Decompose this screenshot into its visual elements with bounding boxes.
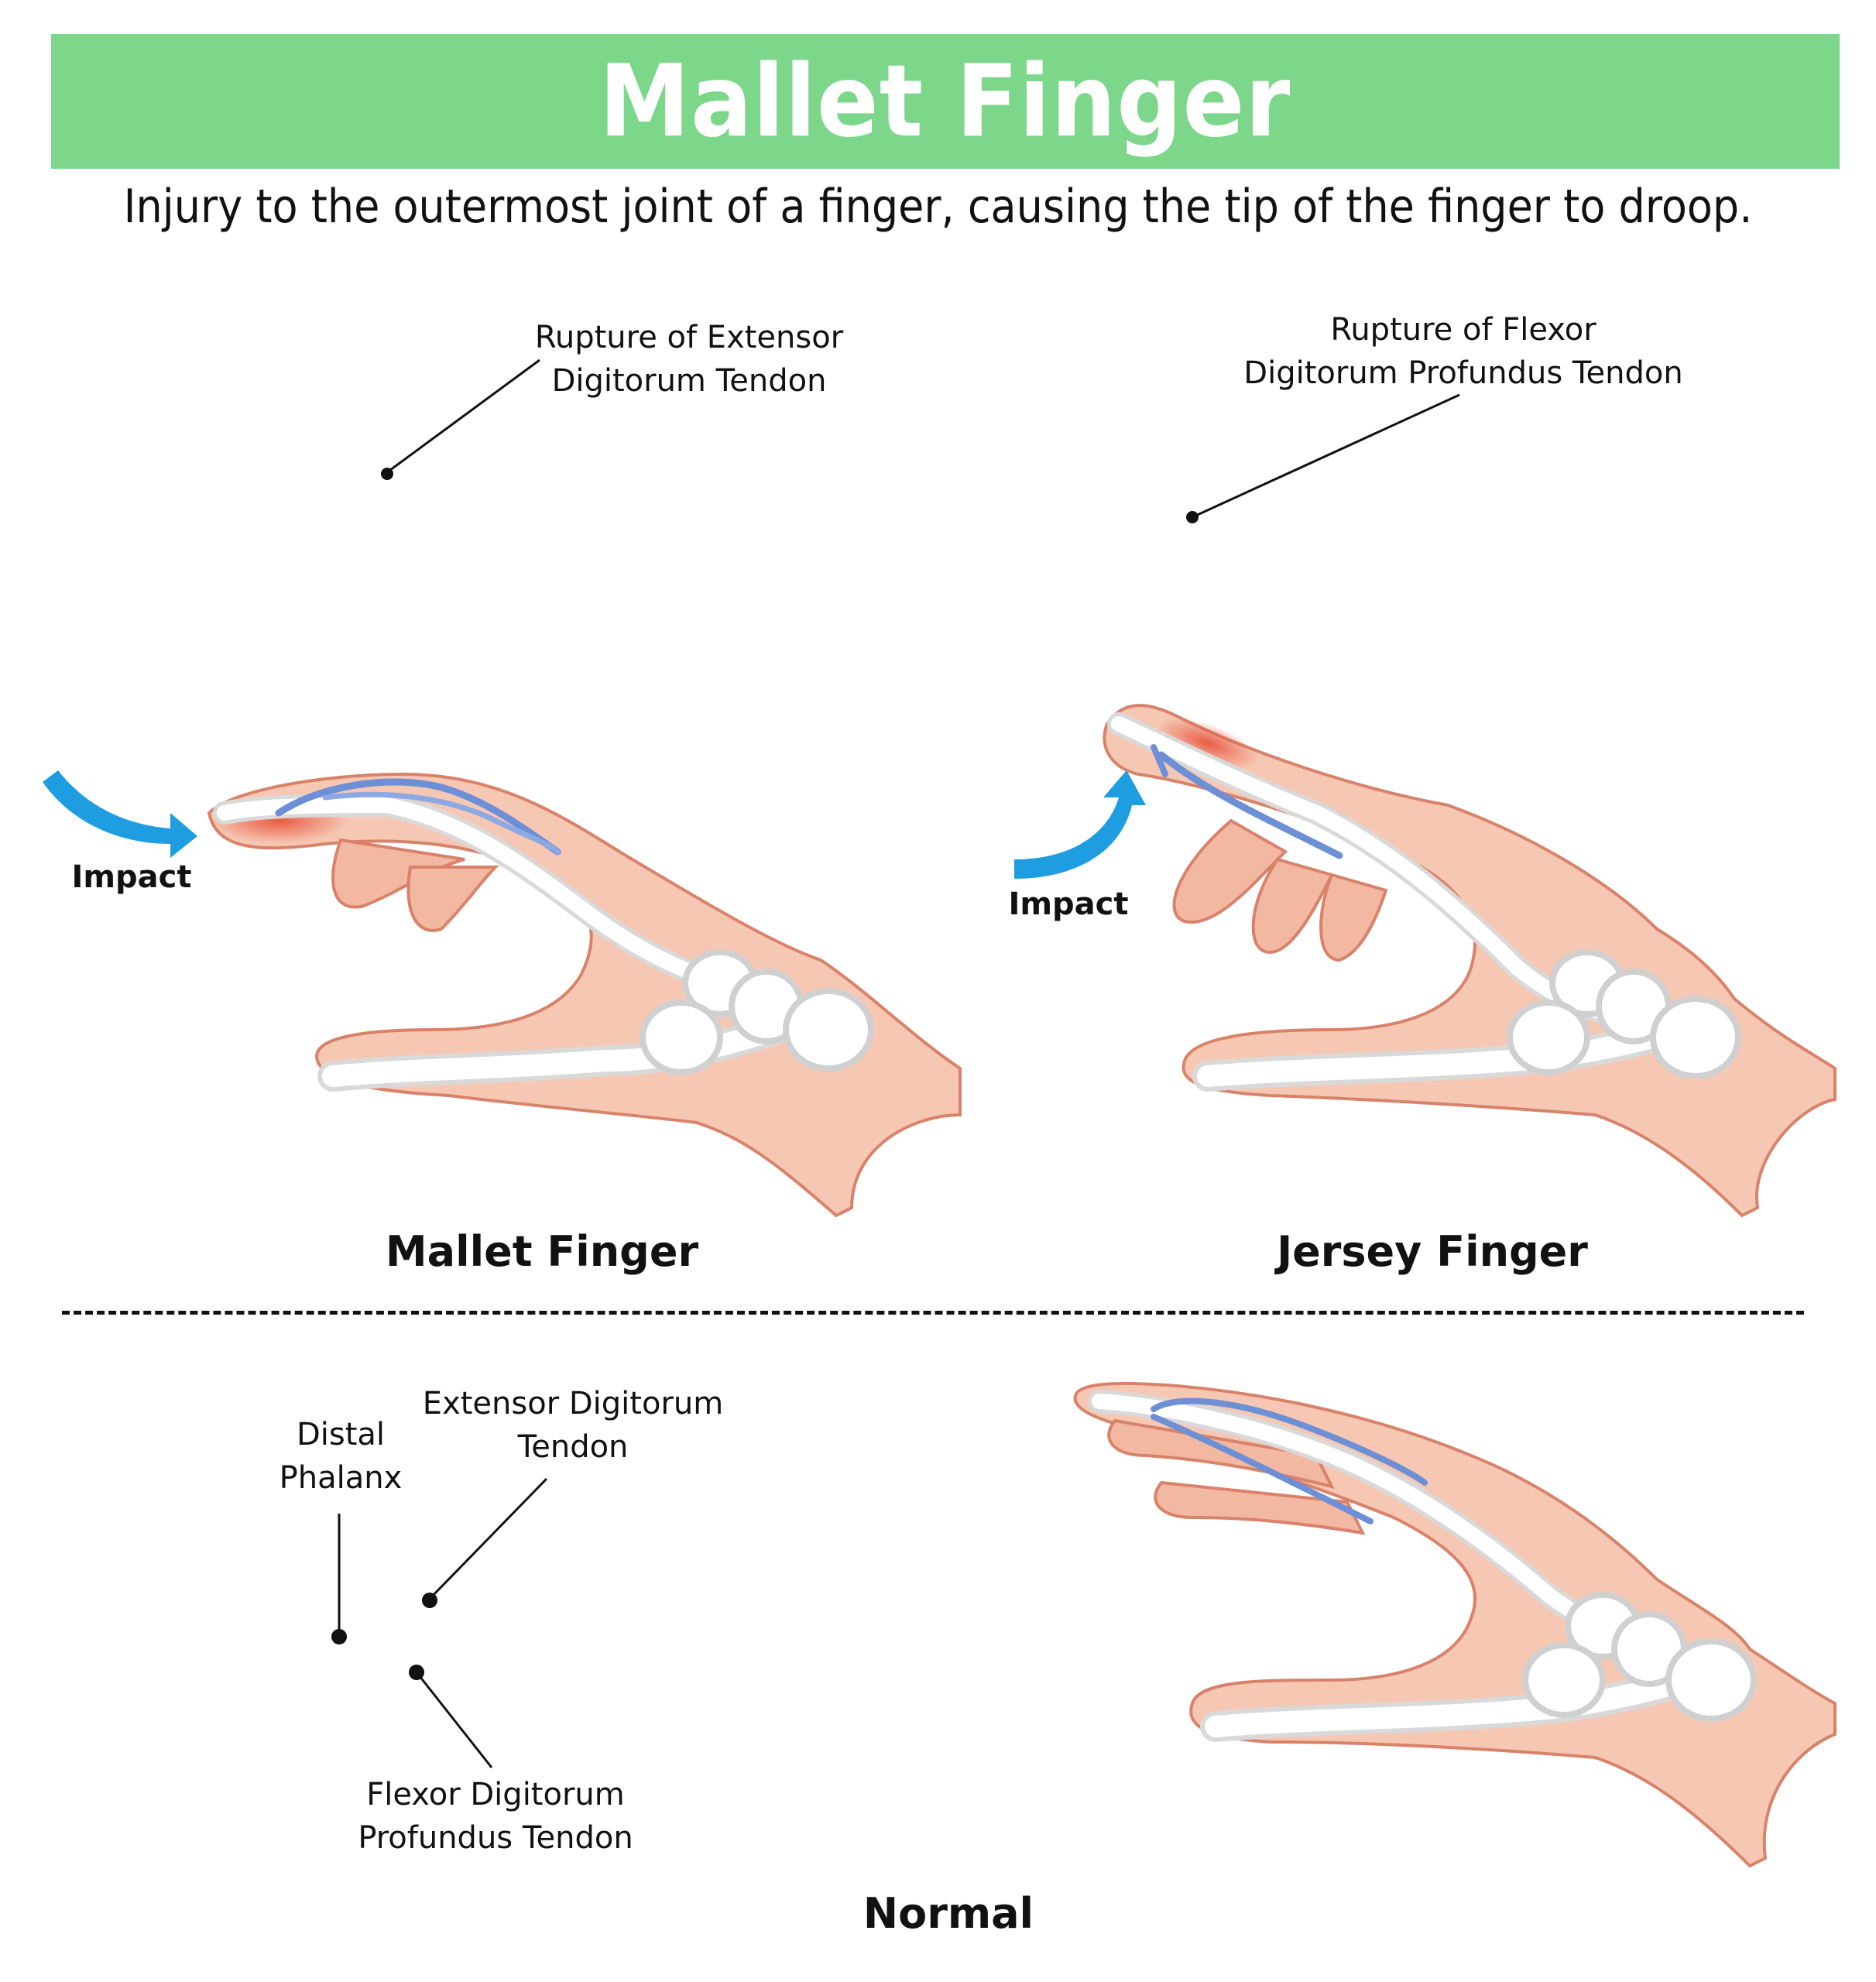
extensor-tendon-label: Extensor Digitorum Tendon (418, 1382, 728, 1469)
jersey-callout-line-1: Rupture of Flexor (1330, 312, 1596, 348)
mallet-callout-dot (381, 468, 393, 480)
jersey-curled-finger (1319, 873, 1388, 962)
jersey-injury-highlight (1156, 717, 1260, 770)
mallet-hand-illustration (43, 358, 962, 1218)
mallet-impact-arrow-icon (43, 770, 197, 858)
jersey-flexor-stub (1151, 744, 1168, 777)
extensor-callout-dot (422, 1593, 437, 1608)
normal-hand-illustration (331, 1382, 1837, 1868)
title-banner: Mallet Finger (51, 34, 1840, 169)
normal-caption: Normal (863, 1889, 1034, 1938)
normal-flexor-tendon (1151, 1414, 1374, 1524)
mallet-callout-line-1: Rupture of Extensor (534, 320, 844, 355)
normal-carpal-bones (1522, 1592, 1757, 1722)
flexor-line-2: Profundus Tendon (358, 1820, 633, 1856)
jersey-caption: Jersey Finger (1277, 1227, 1588, 1276)
mallet-impact-label: Impact (71, 859, 192, 895)
mallet-extensor-tendon (275, 778, 561, 856)
jersey-impact-arrow-icon (1014, 770, 1146, 879)
mallet-curled-finger (406, 866, 499, 932)
normal-curled-finger (1154, 1480, 1366, 1535)
extensor-line-2: Tendon (517, 1429, 629, 1465)
mallet-flexor-tendon (322, 791, 561, 855)
jersey-hand-illustration (1014, 393, 1837, 1218)
jersey-curled-finger (1172, 818, 1288, 924)
jersey-callout-line (1192, 393, 1460, 519)
flexor-tendon-label: Flexor Digitorum Profundus Tendon (341, 1773, 650, 1860)
jersey-callout-label: Rupture of Flexor Digitorum Profundus Te… (1223, 308, 1703, 395)
normal-curled-finger (1107, 1418, 1335, 1489)
jersey-curled-finger (1251, 857, 1334, 955)
flexor-callout-line (415, 1672, 493, 1768)
distal-phalanx-line-2: Phalanx (279, 1460, 403, 1496)
mallet-carpal-bones (640, 949, 874, 1075)
distal-phalanx-callout-dot (331, 1629, 347, 1644)
normal-hand-skin (1073, 1382, 1837, 1868)
mallet-callout-label: Rupture of Extensor Digitorum Tendon (526, 316, 852, 403)
flexor-line-1: Flexor Digitorum (366, 1777, 625, 1812)
flexor-callout-dot (409, 1665, 424, 1680)
jersey-flexor-tendon (1157, 751, 1343, 859)
mallet-callout-line-2: Digitorum Tendon (551, 363, 827, 399)
normal-extensor-tendon (1151, 1397, 1428, 1486)
jersey-carpal-bones (1507, 949, 1741, 1079)
distal-phalanx-label: Distal Phalanx (256, 1413, 426, 1500)
jersey-callout-dot (1186, 511, 1199, 523)
subtitle: Injury to the outermost joint of a finge… (123, 180, 1753, 234)
extensor-callout-line (428, 1477, 548, 1600)
extensor-line-1: Extensor Digitorum (422, 1386, 724, 1421)
mallet-callout-line (386, 358, 540, 474)
mallet-caption: Mallet Finger (385, 1227, 699, 1276)
page-title: Mallet Finger (599, 43, 1291, 159)
section-divider (62, 1311, 1804, 1315)
distal-phalanx-line-1: Distal (296, 1417, 386, 1452)
jersey-callout-line-2: Digitorum Profundus Tendon (1243, 355, 1683, 391)
jersey-hand-skin (1103, 704, 1837, 1218)
jersey-impact-label: Impact (1008, 886, 1129, 922)
